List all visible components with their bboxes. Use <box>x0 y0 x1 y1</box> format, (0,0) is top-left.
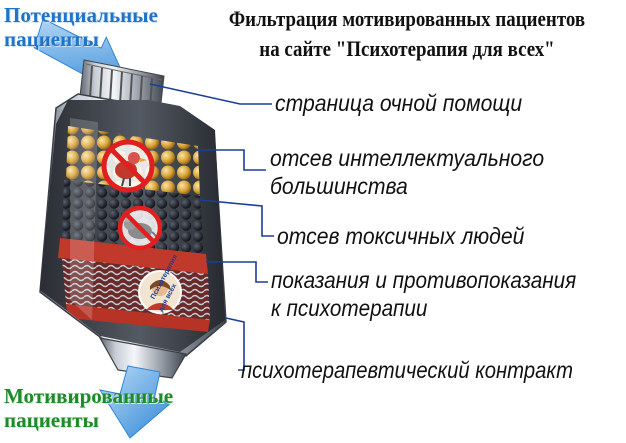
layer-4-line1: показания и противопоказания <box>271 267 577 293</box>
title-line1: Фильтрация мотивированных пациентов <box>228 6 586 31</box>
layer-label-4: показания и противопоказания к психотера… <box>271 266 576 322</box>
layer-2-line2: большинства <box>270 173 408 199</box>
title-line2: на сайте "Психотерапия для всех" <box>259 36 555 61</box>
layer-label-2: отсев интеллектуального большинства <box>270 144 544 200</box>
diagram-title: Фильтрация мотивированных пациентов на с… <box>222 4 592 64</box>
layer-label-3: отсев токсичных людей <box>277 222 524 250</box>
filter-outlet <box>98 337 187 379</box>
layer-4-line2: к психотерапии <box>271 295 428 321</box>
leader-lines <box>149 83 274 371</box>
output-label: Мотивированные пациенты <box>4 384 173 432</box>
site-badge <box>138 270 182 314</box>
input-label-line1: Потенциальные <box>4 3 158 27</box>
layer-label-1: страница очной помощи <box>275 89 522 117</box>
output-label-line1: Мотивированные <box>4 384 174 408</box>
layer-1-line1: страница очной помощи <box>275 90 523 116</box>
output-arrow <box>98 365 174 439</box>
layer-3-line1: отсев токсичных людей <box>277 223 525 249</box>
layer-5-line1: психотерапевтический контракт <box>241 357 573 383</box>
layer-label-5: психотерапевтический контракт <box>241 356 573 384</box>
input-label: Потенциальные пациенты <box>4 3 158 51</box>
layer-2-line1: отсев интеллектуального <box>270 145 545 171</box>
output-label-line2: пациенты <box>4 408 99 432</box>
no-bird-icon <box>101 139 155 193</box>
no-rat-icon <box>117 205 163 251</box>
input-label-line2: пациенты <box>4 27 99 51</box>
